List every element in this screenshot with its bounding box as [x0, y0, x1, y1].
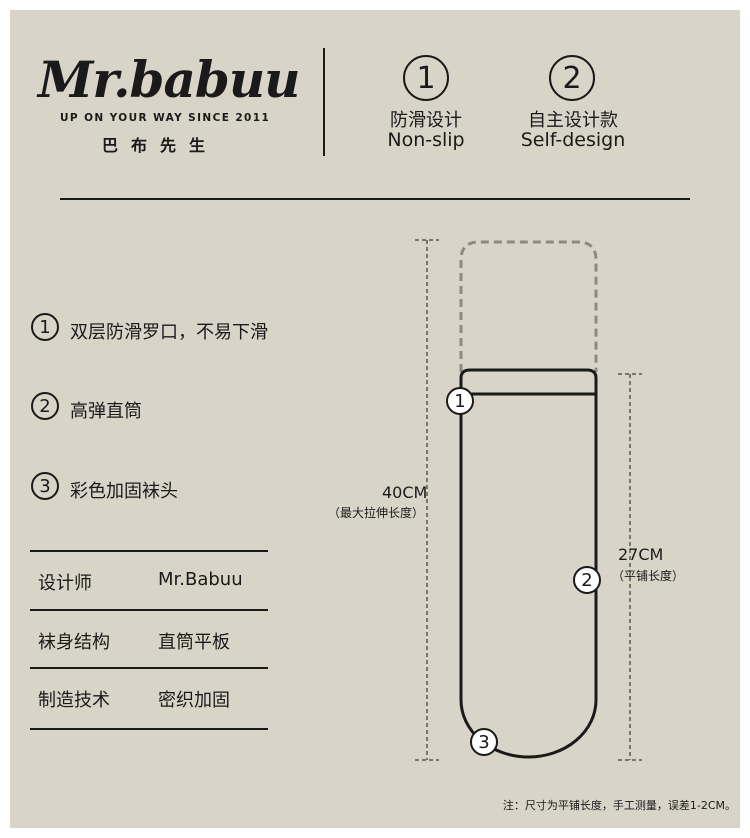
spec-label-structure: 袜身结构: [38, 632, 110, 653]
brand-logo-text: Mr.babuu: [38, 50, 301, 109]
feature-2-cn: 自主设计款: [528, 110, 618, 131]
stretched-cuff-outline: [459, 240, 598, 372]
spec-label-designer: 设计师: [38, 573, 92, 594]
feature-2-en: Self-design: [520, 129, 626, 151]
diagram-marker-3: 3: [470, 728, 498, 756]
detail-3-text: 彩色加固袜头: [70, 481, 178, 502]
feature-1-number-circle: 1: [403, 55, 449, 101]
detail-1-number-circle: 1: [31, 313, 59, 341]
spec-table-rule: [30, 609, 268, 611]
spec-value-technique: 密织加固: [158, 690, 230, 711]
detail-3-number-circle: 3: [31, 472, 59, 500]
sock-outline: [459, 368, 598, 759]
feature-2-number-circle: 2: [549, 55, 595, 101]
header-divider: [323, 48, 325, 156]
spec-table-rule: [30, 728, 268, 730]
spec-value-designer: Mr.Babuu: [158, 569, 243, 590]
diagram-marker-2: 2: [573, 566, 601, 594]
brand-tagline: UP ON YOUR WAY SINCE 2011: [60, 112, 271, 124]
header-rule: [60, 198, 690, 200]
detail-2-number-circle: 2: [31, 392, 59, 420]
spec-table-rule: [30, 667, 268, 669]
product-info-panel: [10, 10, 740, 828]
spec-label-technique: 制造技术: [38, 690, 110, 711]
flat-length-value: 27CM: [618, 545, 664, 564]
feature-1-cn: 防滑设计: [390, 110, 462, 131]
diagram-marker-1: 1: [446, 387, 474, 415]
detail-1-text: 双层防滑罗口，不易下滑: [70, 322, 268, 343]
brand-logo: Mr.babuu: [38, 50, 301, 109]
max-length-value: 40CM: [382, 483, 428, 502]
measurement-note: 注：尺寸为平铺长度，手工测量，误差1-2CM。: [502, 799, 736, 812]
spec-table-rule: [30, 550, 268, 552]
flat-length-caption: （平铺长度）: [612, 569, 685, 583]
max-length-caption: （最大拉伸长度）: [328, 506, 425, 520]
detail-2-text: 高弹直筒: [70, 401, 142, 422]
feature-1-en: Non-slip: [387, 129, 465, 151]
spec-value-structure: 直筒平板: [158, 632, 230, 653]
brand-chinese-name: 巴布先生: [102, 136, 219, 155]
